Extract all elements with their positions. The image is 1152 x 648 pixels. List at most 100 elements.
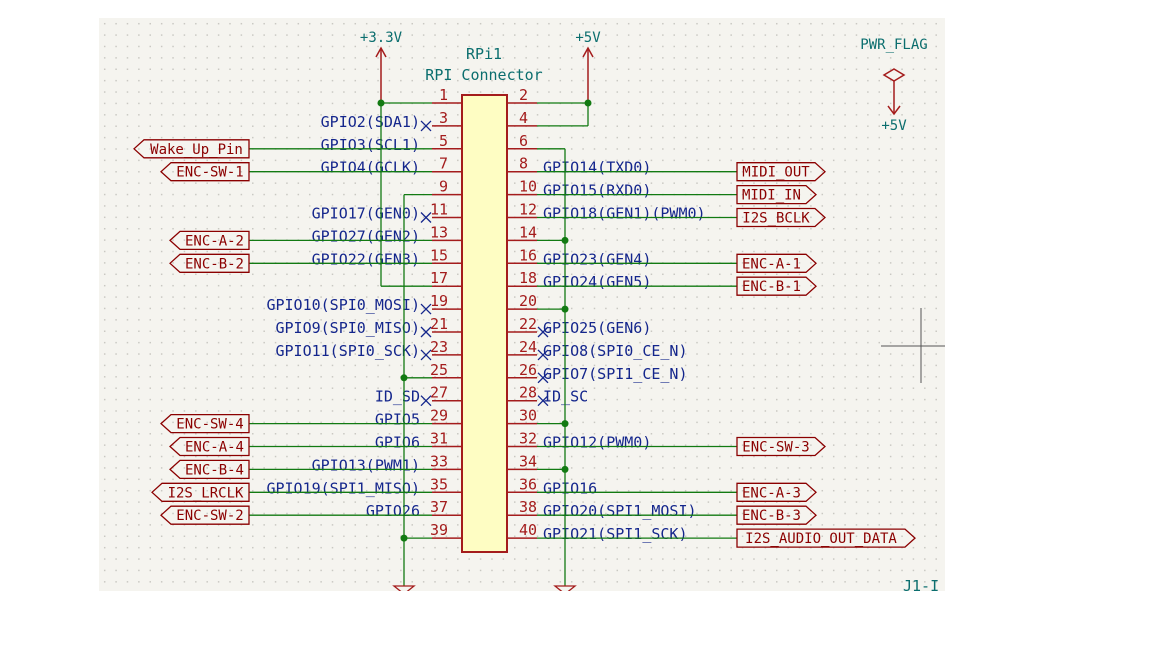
power-symbol-3v3[interactable]: +3.3V — [360, 30, 403, 103]
pin-name-32: GPIO12(PWM0) — [543, 434, 651, 452]
pin-name-27: ID_SD — [375, 388, 420, 406]
junction-dot — [400, 534, 408, 542]
pin-number-37: 37 — [430, 498, 448, 516]
pin-name-24: GPIO8(SPI0_CE_N) — [543, 342, 688, 360]
net-label-enc-b-2: ENC-B-2 — [185, 256, 244, 272]
pin-name-38: GPIO20(SPI1_MOSI) — [543, 502, 697, 520]
power-label-3v3: +3.3V — [360, 30, 403, 46]
pin-number-30: 30 — [519, 407, 537, 425]
net-label-enc-sw-2: ENC-SW-2 — [176, 508, 243, 524]
net-label-shape — [160, 413, 250, 434]
pin-number-3: 3 — [439, 109, 448, 127]
net-label-midi_out: MIDI_OUT — [742, 165, 810, 181]
net-label-shape — [169, 230, 250, 251]
net-label-i2s_audio_out_data: I2S_AUDIO_OUT_DATA — [745, 531, 897, 547]
net-label-enc-sw-4: ENC-SW-4 — [176, 417, 243, 433]
pin-name-37: GPIO26 — [366, 502, 420, 520]
pin-name-16: GPIO23(GEN4) — [543, 250, 651, 268]
net-label-shape — [736, 162, 826, 182]
net-label-shape — [160, 505, 250, 525]
net-label-shape — [160, 162, 250, 182]
component-value: RPI Connector — [425, 66, 542, 84]
pin-number-28: 28 — [519, 384, 537, 402]
pin-number-16: 16 — [519, 246, 537, 264]
pin-number-11: 11 — [430, 201, 448, 219]
pin-number-4: 4 — [519, 109, 528, 127]
pin-number-17: 17 — [430, 269, 448, 287]
no-connect-marker — [420, 120, 432, 132]
pin-number-27: 27 — [430, 384, 448, 402]
pin-number-21: 21 — [430, 315, 448, 333]
pin-number-38: 38 — [519, 498, 537, 516]
pin-name-3: GPIO2(SDA1) — [321, 113, 420, 131]
pin-number-7: 7 — [439, 155, 448, 173]
net-label-enc-a-1: ENC-A-1 — [742, 256, 801, 272]
pin-number-20: 20 — [519, 292, 537, 310]
pin-number-18: 18 — [519, 269, 537, 287]
connector-body[interactable] — [461, 94, 508, 553]
net-label-i2s_bclk: I2S_BCLK — [742, 211, 810, 227]
net-label-enc-b-3: ENC-B-3 — [742, 508, 801, 524]
pin-name-7: GPIO4(GCLK) — [321, 159, 420, 177]
pin-number-36: 36 — [519, 475, 537, 493]
junction-dot — [584, 99, 592, 107]
pin-number-9: 9 — [439, 178, 448, 196]
pin-name-35: GPIO19(SPI1_MISO) — [266, 479, 420, 497]
pin-name-19: GPIO10(SPI0_MOSI) — [266, 296, 420, 314]
pin-number-29: 29 — [430, 407, 448, 425]
no-connect-marker — [537, 349, 549, 361]
junction-dot — [400, 374, 408, 382]
net-label-shape — [736, 436, 826, 457]
pin-number-12: 12 — [519, 201, 537, 219]
pin-name-5: GPIO3(SCL1) — [321, 136, 420, 154]
pin-number-32: 32 — [519, 430, 537, 448]
pin-number-33: 33 — [430, 452, 448, 470]
net-label-shape — [736, 528, 916, 548]
junction-dot — [561, 465, 569, 473]
no-connect-marker — [420, 395, 432, 407]
no-connect-marker — [420, 303, 432, 315]
pin-number-14: 14 — [519, 223, 537, 241]
pin-name-8: GPIO14(TXD0) — [543, 159, 651, 177]
no-connect-marker — [537, 372, 549, 384]
net-label-shape — [736, 253, 817, 273]
pin-number-40: 40 — [519, 521, 537, 539]
junction-dot — [377, 99, 385, 107]
pin-number-35: 35 — [430, 475, 448, 493]
net-label-enc-b-1: ENC-B-1 — [742, 279, 801, 295]
pin-number-25: 25 — [430, 361, 448, 379]
pin-number-24: 24 — [519, 338, 537, 356]
component-reference: RPi1 — [466, 45, 502, 63]
pin-name-10: GPIO15(RXD0) — [543, 182, 651, 200]
pin-number-6: 6 — [519, 132, 528, 150]
pin-name-31: GPIO6 — [375, 434, 420, 452]
net-label-midi_in: MIDI_IN — [742, 188, 801, 204]
pin-name-22: GPIO25(GEN6) — [543, 319, 651, 337]
pin-name-21: GPIO9(SPI0_MISO) — [276, 319, 421, 337]
pwr-flag-symbol[interactable]: PWR_FLAG +5V — [860, 37, 927, 134]
net-label-enc-sw-3: ENC-SW-3 — [742, 440, 809, 456]
net-label-enc-sw-1: ENC-SW-1 — [176, 165, 243, 181]
net-label-enc-a-4: ENC-A-4 — [185, 440, 244, 456]
net-label-enc-a-3: ENC-A-3 — [742, 485, 801, 501]
no-connect-marker — [537, 326, 549, 338]
pwr-flag-title: PWR_FLAG — [860, 37, 927, 53]
net-label-enc-a-2: ENC-A-2 — [185, 233, 244, 249]
pin-name-29: GPIO5 — [375, 411, 420, 429]
net-label-shape — [169, 459, 250, 480]
schematic-canvas[interactable]: RPi1 RPI Connector +3.3V +5V PWR_FLAG +5… — [99, 18, 945, 591]
power-label-5v: +5V — [575, 30, 601, 46]
crosshair-mark — [881, 308, 945, 383]
no-connect-marker — [420, 349, 432, 361]
no-connect-marker — [420, 212, 432, 223]
pin-number-31: 31 — [430, 430, 448, 448]
pin-name-12: GPIO18(GEN1)(PWM0) — [543, 205, 706, 223]
net-label-shape — [133, 139, 250, 159]
pin-number-8: 8 — [519, 155, 528, 173]
pin-number-39: 39 — [430, 521, 448, 539]
power-symbol-5v[interactable]: +5V — [575, 30, 601, 103]
corner-reference: J1-I — [903, 577, 939, 591]
junction-dot — [561, 305, 569, 313]
net-label-shape — [736, 482, 817, 502]
pin-name-26: GPIO7(SPI1_CE_N) — [543, 365, 688, 383]
